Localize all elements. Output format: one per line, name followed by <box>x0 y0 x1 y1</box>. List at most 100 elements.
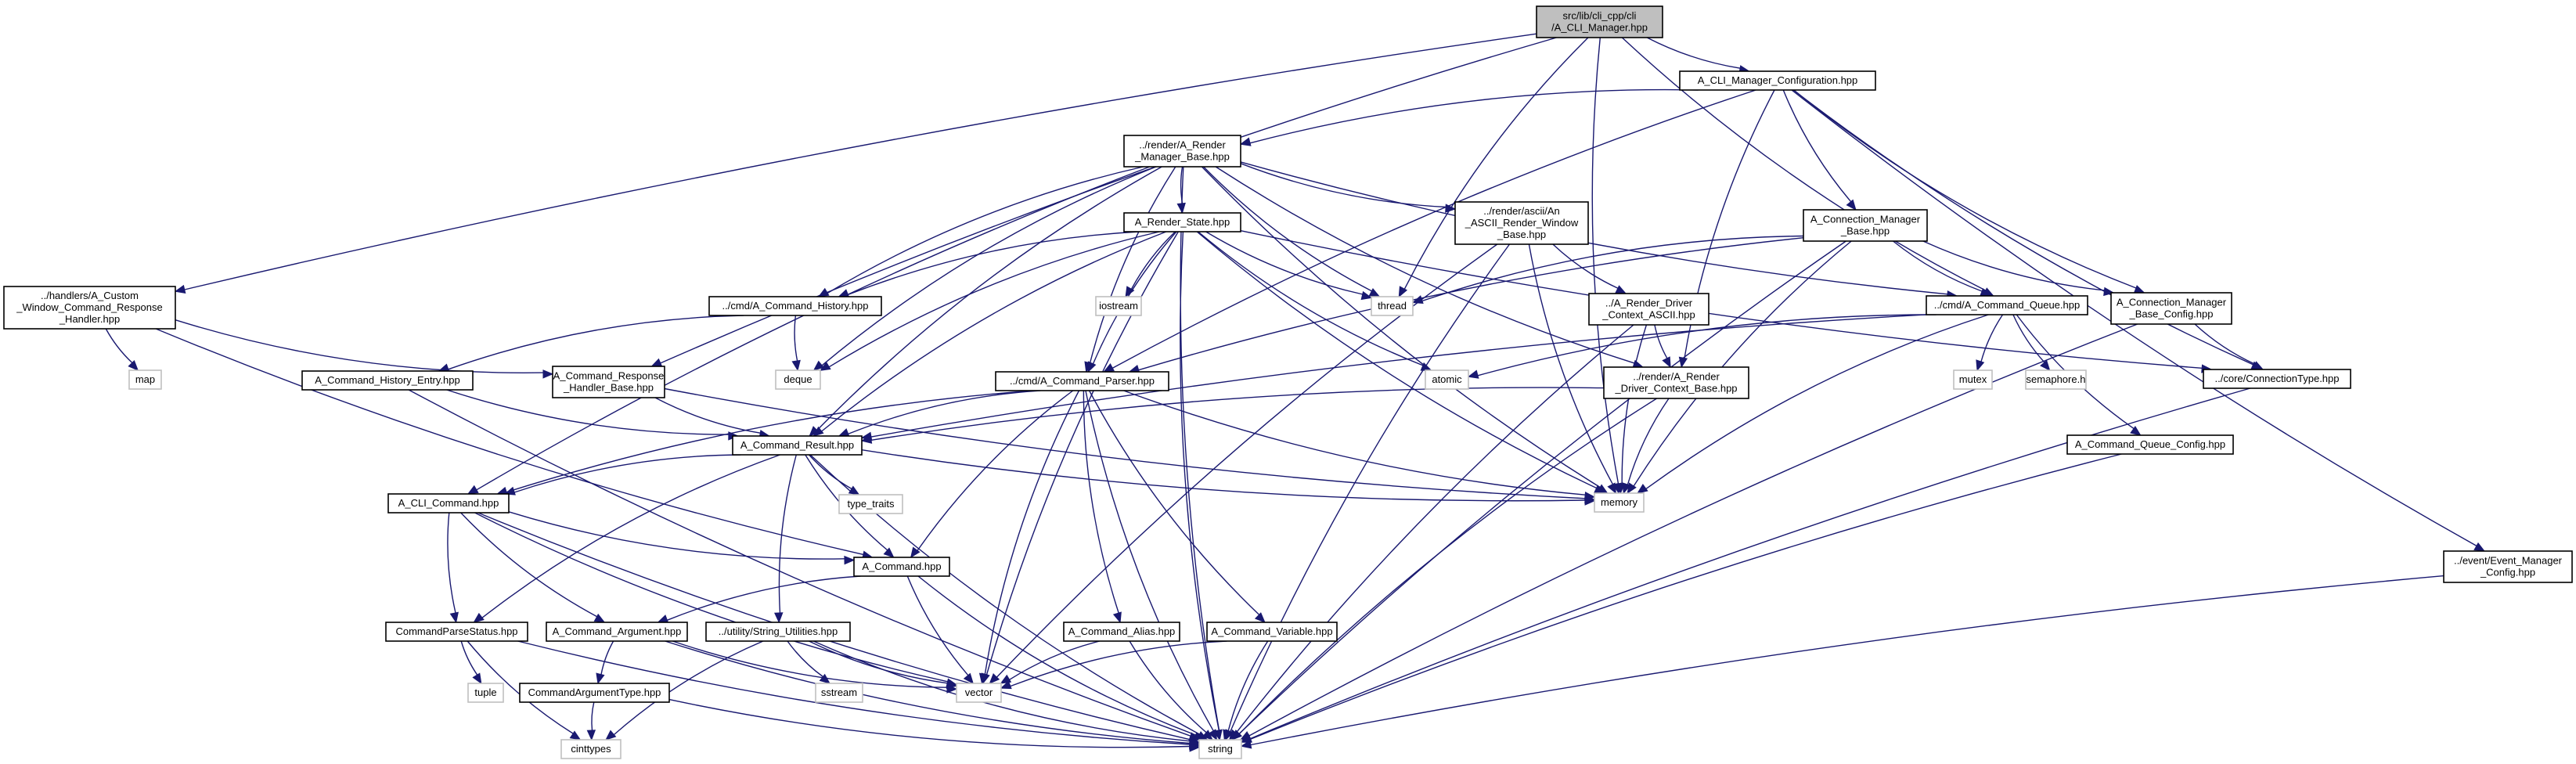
node-label-line: memory <box>1601 496 1637 508</box>
edge-line <box>1980 314 2004 362</box>
node-strutil[interactable]: ../utility/String_Utilities.hpp <box>705 622 851 642</box>
node-box <box>732 435 863 456</box>
edge-arrowhead-icon <box>2133 285 2145 294</box>
edge-line <box>1235 324 1634 733</box>
edge-line <box>506 390 1034 493</box>
edge-cmb-to-cmbc <box>1922 240 2115 297</box>
edge-arrowhead-icon <box>1208 729 1218 741</box>
node-cmb[interactable]: A_Connection_Manager_Base.hpp <box>1803 209 1928 242</box>
edge-arrowhead-icon <box>128 360 139 371</box>
edge-arrowhead-icon <box>503 486 516 496</box>
edge-line <box>1250 387 2250 740</box>
node-conntype[interactable]: ../core/ConnectionType.hpp <box>2203 369 2351 389</box>
edge-line <box>1238 240 1846 734</box>
edge-queue-to-mutex <box>1976 314 2004 372</box>
node-custom[interactable]: ../handlers/A_Custom_Window_Command_Resp… <box>3 286 176 330</box>
edge-rmb-to-hist <box>817 166 1144 297</box>
edge-strutil-to-sstream <box>787 640 831 684</box>
node-ascii[interactable]: ../render/ascii/An_ASCII_Render_Window_B… <box>1454 201 1589 245</box>
edge-arrowhead-icon <box>946 679 958 690</box>
edge-arrowhead-icon <box>838 289 850 297</box>
node-cmbc[interactable]: A_Connection_Manager_Base_Config.hpp <box>2110 292 2232 325</box>
edge-evcfg-to-string <box>1240 575 2444 749</box>
edge-arrowhead-icon <box>657 614 669 623</box>
edge-arrowhead-icon <box>812 360 824 371</box>
edge-line <box>1138 237 1804 371</box>
node-label-line: ../core/ConnectionType.hpp <box>2215 373 2340 384</box>
node-rmb[interactable]: ../render/A_Render_Manager_Base.hpp <box>1123 135 1241 168</box>
node-label-line: _Config.hpp <box>2480 567 2535 578</box>
edge-arrowhead-icon <box>1240 734 1252 743</box>
node-result[interactable]: A_Command_Result.hpp <box>732 435 863 456</box>
node-root[interactable]: src/lib/cli_cpp/cli/A_CLI_Manager.hpp <box>1536 5 1663 38</box>
edge-line <box>1010 640 1227 687</box>
node-label-line: _Context_ASCII.hpp <box>1601 309 1695 321</box>
node-histentry[interactable]: A_Command_History_Entry.hpp <box>301 370 474 391</box>
edge-arrowhead-icon <box>791 359 801 372</box>
node-evcfg[interactable]: ../event/Event_Manager_Config.hpp <box>2443 550 2573 583</box>
edge-line <box>460 512 598 618</box>
node-box <box>1594 492 1645 513</box>
node-clicmd[interactable]: A_CLI_Command.hpp <box>387 493 510 514</box>
edge-variable-to-vector <box>1000 640 1227 690</box>
node-cps[interactable]: CommandParseStatus.hpp <box>385 622 528 642</box>
edge-layer <box>105 33 2486 752</box>
node-box <box>1206 622 1338 642</box>
node-label-line: _Handler_Base.hpp <box>563 382 654 394</box>
edge-line <box>1205 231 1364 295</box>
edge-arrowhead-icon <box>838 428 850 437</box>
node-box <box>1425 369 1469 390</box>
edge-line <box>447 512 456 614</box>
edge-rstate-to-hist <box>838 231 1140 297</box>
edge-ascii-to-rdca <box>1552 243 1627 294</box>
node-label-line: /A_CLI_Manager.hpp <box>1551 22 1648 34</box>
node-argtype[interactable]: CommandArgumentType.hpp <box>519 683 670 703</box>
edge-rstate-to-iostream <box>1125 231 1176 298</box>
node-arg[interactable]: A_Command_Argument.hpp <box>546 622 688 642</box>
edge-arrowhead-icon <box>1846 199 1857 211</box>
node-box <box>995 371 1169 391</box>
edge-line <box>1130 231 1176 290</box>
node-rdcb[interactable]: ../render/A_Render_Driver_Context_Base.h… <box>1603 366 1749 399</box>
edge-line <box>184 33 1537 290</box>
node-label-line: _ASCII_Render_Window <box>1465 217 1579 229</box>
node-rdca[interactable]: ../A_Render_Driver_Context_ASCII.hpp <box>1588 293 1710 326</box>
edge-rstate-to-parser <box>1087 231 1177 373</box>
node-box <box>519 683 670 703</box>
edge-clicmd-to-arg <box>460 512 606 623</box>
node-alias[interactable]: A_Command_Alias.hpp <box>1063 622 1180 642</box>
node-command[interactable]: A_Command.hpp <box>853 557 950 577</box>
edge-parser-to-string <box>1085 390 1218 741</box>
node-type_traits: type_traits <box>838 494 903 514</box>
edge-line <box>1791 89 2477 547</box>
node-hist[interactable]: ../cmd/A_Command_History.hpp <box>708 296 882 316</box>
node-box <box>2203 369 2351 389</box>
edge-parser-to-clicmd <box>496 390 1034 496</box>
edge-line <box>906 575 969 676</box>
node-box <box>552 366 665 398</box>
node-queue[interactable]: ../cmd/A_Command_Queue.hpp <box>1926 295 2088 315</box>
edge-rstate-to-deque <box>819 231 1160 371</box>
node-rstate[interactable]: A_Render_State.hpp <box>1123 212 1241 232</box>
edge-line <box>1009 640 1101 680</box>
edge-line <box>665 640 1191 744</box>
edge-line <box>828 231 1160 368</box>
edge-line <box>1123 390 1586 496</box>
node-qcfg[interactable]: A_Command_Queue_Config.hpp <box>2066 434 2234 455</box>
node-box <box>1371 296 1414 316</box>
node-rhb[interactable]: A_Command_Response_Handler_Base.hpp <box>552 366 665 398</box>
edge-ascii-to-memory <box>1528 243 1616 495</box>
node-cfg[interactable]: A_CLI_Manager_Configuration.hpp <box>1679 70 1876 91</box>
edge-arrowhead-icon <box>1662 356 1671 369</box>
node-parser[interactable]: ../cmd/A_Command_Parser.hpp <box>995 371 1169 391</box>
node-variable[interactable]: A_Command_Variable.hpp <box>1206 622 1338 642</box>
node-box <box>708 296 882 316</box>
edge-parser-to-alias <box>1083 390 1122 624</box>
edge-line <box>1129 640 1207 733</box>
edge-arrowhead-icon <box>963 672 975 685</box>
edge-rstate-to-string <box>1180 231 1223 741</box>
edge-alias-to-string <box>1129 640 1213 741</box>
edge-line <box>448 315 744 370</box>
edge-line <box>1240 163 1447 208</box>
node-label-line: ../render/ascii/An <box>1483 205 1560 217</box>
